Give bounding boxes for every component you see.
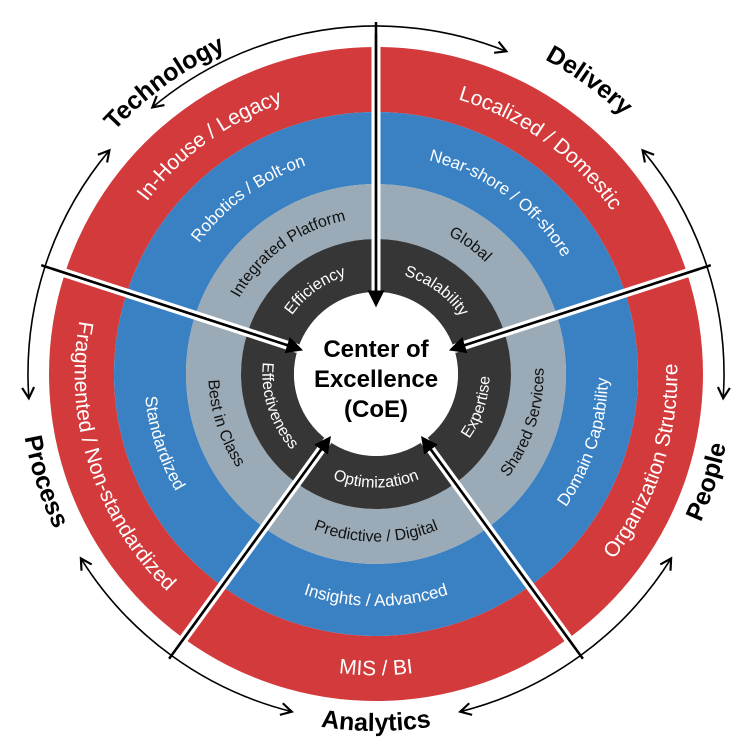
center-arrows	[52, 34, 700, 650]
ring-sector-process-2	[185, 315, 297, 528]
ring-sector-analytics-3	[296, 440, 456, 509]
ring-sector-people-2	[455, 315, 567, 528]
ring-sector-people-3	[424, 332, 511, 484]
center-title-line-1: Center of	[323, 336, 429, 363]
ring-sector-process-1	[114, 293, 265, 586]
ring-label-analytics-0: MIS / BI	[338, 655, 414, 680]
cycle-arrow-3	[79, 556, 294, 716]
center-hub: Center of Excellence (CoE)	[294, 292, 458, 456]
cycle-arrow-2	[458, 556, 673, 716]
ring-sector-delivery-3	[376, 239, 505, 349]
center-title-line-3: (CoE)	[344, 396, 408, 423]
ring-sector-technology-3	[247, 239, 376, 349]
ring-sector-analytics-1	[222, 527, 530, 637]
center-arrow-3	[175, 436, 331, 650]
ring-sector-delivery-2	[376, 184, 557, 333]
cycle-arrow-0	[150, 25, 509, 109]
center-circle	[294, 292, 458, 456]
ring-sector-delivery-1	[376, 112, 626, 316]
cycle-arrow-4	[21, 148, 111, 401]
cycle-arrow-1	[641, 148, 731, 401]
ring-sector-analytics-2	[264, 483, 488, 565]
center-arrow-1	[448, 267, 700, 354]
ring-sector-people-1	[487, 293, 639, 586]
center-arrow-4	[52, 267, 304, 354]
center-arrow-2	[421, 436, 577, 650]
ring-sector-technology-1	[126, 112, 376, 316]
dimension-label-analytics: Analytics	[320, 705, 432, 737]
center-title-line-2: Excellence	[314, 366, 438, 393]
ring-sector-technology-2	[195, 184, 376, 333]
ring-sector-process-3	[241, 332, 328, 484]
